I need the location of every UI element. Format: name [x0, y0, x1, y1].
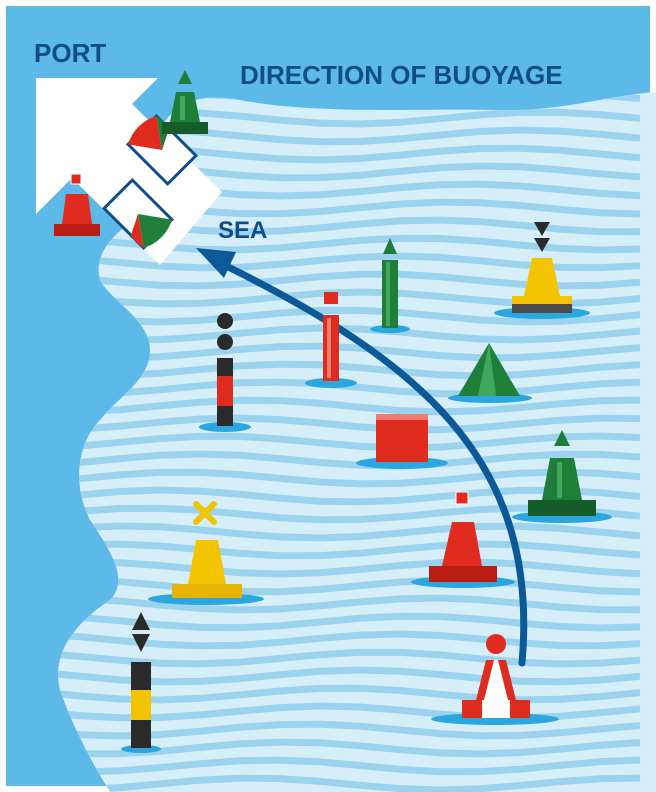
direction-label: DIRECTION OF BUOYAGE [240, 60, 563, 90]
red-spar-buoy [305, 292, 357, 388]
special-mark-buoy [148, 501, 264, 605]
green-conical-buoy [162, 70, 208, 134]
red-box-buoy [356, 414, 448, 469]
safe-water-buoy [431, 634, 559, 725]
red-can-buoy-center [411, 491, 515, 588]
direction-arrowhead [196, 248, 236, 278]
wave-stripe [58, 684, 641, 704]
wave-stripe [58, 648, 641, 668]
red-can-buoy [54, 173, 100, 236]
green-cone-buoy [448, 343, 532, 403]
port-label: PORT [34, 38, 106, 68]
port-arrow [36, 78, 222, 265]
direction-arrow [210, 256, 528, 667]
green-spar-buoy [370, 238, 410, 333]
wave-stripe [58, 666, 641, 686]
south-cardinal-buoy [494, 222, 590, 319]
east-cardinal-spar-buoy [121, 612, 161, 753]
isolated-danger-spar-buoy [199, 313, 251, 432]
green-conical-buoy-right [512, 430, 612, 523]
sea-label: SEA [218, 217, 267, 244]
